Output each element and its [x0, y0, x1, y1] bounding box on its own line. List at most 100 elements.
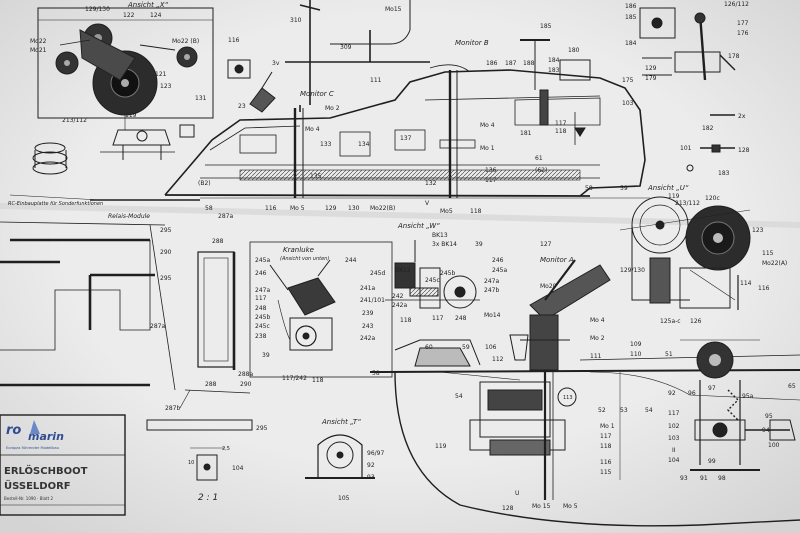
title-small: Bestell-Nr. 1090 · Blatt 2	[4, 496, 54, 501]
label-h-136: 136	[485, 167, 497, 174]
label-a-60: 60	[425, 344, 433, 351]
template-288	[146, 251, 253, 431]
label-h-184: 184	[548, 57, 560, 64]
label-s-97: 97	[708, 385, 716, 392]
label-w-242: 242	[392, 293, 404, 300]
label-h-116: 116	[265, 205, 277, 212]
label-d-25: 2,5	[222, 446, 230, 452]
label-t-309: 309	[340, 44, 352, 51]
label-k-246: 246	[255, 270, 267, 277]
label-t-105: 105	[338, 495, 350, 502]
label-h-186: 186	[486, 60, 498, 67]
ansicht-u-detail	[619, 196, 751, 310]
label-a-mo2: Mo 2	[590, 335, 605, 342]
label-k-247a: 247a	[255, 287, 270, 294]
label-s-100: 100	[768, 442, 780, 449]
label-a-117: 117	[600, 433, 612, 440]
label-h-117: 117	[485, 177, 497, 184]
label-r-182: 182	[702, 125, 714, 132]
title-line-1: ERLÖSCHBOOT	[4, 463, 88, 477]
label-d-104: 104	[232, 465, 244, 472]
label-w-245b: 245b	[440, 270, 455, 277]
ro-marin-logo: ro marin Europas führender Modellbau	[6, 420, 64, 450]
bracket-detail	[190, 447, 225, 481]
label-u-120c: 120c	[705, 195, 720, 202]
label-mo1: Mo 1	[480, 145, 495, 152]
label-l-290: 290	[160, 249, 172, 256]
label-mo4-a: Mo 4	[305, 126, 320, 133]
label-u-127: 127	[540, 241, 552, 248]
label-a-53: 53	[620, 407, 628, 414]
label-w-248: 248	[455, 315, 467, 322]
label-a-110: 110	[630, 351, 642, 358]
label-l-295a: 295	[160, 227, 172, 234]
label-h-b2: (B2)	[198, 180, 211, 187]
label-x-mo22b: Mo22 (B)	[172, 38, 199, 45]
label-s-65: 65	[788, 383, 796, 390]
label-a-52: 52	[598, 407, 606, 414]
label-x-129-130: 129/130	[85, 6, 110, 13]
label-mo4-b: Mo 4	[480, 122, 495, 129]
label-k-242a: 242a	[360, 335, 375, 342]
coil-sketch	[32, 142, 68, 175]
label-u-mo22a: Mo22(A)	[762, 260, 787, 267]
label-x-116: 116	[228, 37, 240, 44]
monitor-a-detail	[509, 259, 611, 371]
label-u-213-112: 213/112	[675, 200, 700, 207]
label-x-131: 131	[195, 95, 207, 102]
label-kranluke: Kranluke	[283, 246, 314, 254]
label-h-287a: 287a	[218, 213, 233, 220]
label-t-mo15: Mo15	[385, 6, 402, 13]
label-u-123: 123	[752, 227, 764, 234]
label-h-59: 59	[620, 185, 628, 192]
label-a-mo20: Mo20	[540, 283, 557, 290]
label-a-58: 58	[372, 370, 380, 377]
label-h-mo5a: Mo 5	[290, 205, 305, 212]
logo-tagline: Europas führender Modellbau	[6, 446, 59, 450]
label-h-180: 180	[568, 47, 580, 54]
label-mo2: Mo 2	[325, 105, 340, 112]
label-ansicht-x: Ansicht „X“	[127, 1, 168, 9]
label-h-134: 134	[358, 141, 370, 148]
label-w-39: 39	[475, 241, 483, 248]
kranluke-detail	[249, 241, 393, 378]
label-w-247b: 247b	[484, 287, 499, 294]
label-a-119: 119	[435, 443, 447, 450]
label-w-242a: 242a	[392, 302, 407, 309]
label-k-245c: 245c	[255, 323, 270, 330]
frame-templates-left	[0, 221, 176, 391]
label-r-186: 186	[625, 3, 637, 10]
label-s-103: 103	[668, 435, 680, 442]
label-s-96: 96	[688, 390, 696, 397]
label-h-mo5b: Mo5	[440, 208, 453, 215]
label-l-290b: 290	[240, 381, 252, 388]
label-h-117b: 117	[555, 120, 567, 127]
hull-profile	[9, 39, 650, 201]
label-t-92: 92	[367, 462, 375, 469]
label-h-58: 58	[585, 185, 593, 192]
label-k-244: 244	[345, 257, 357, 264]
label-r-2x: 2x	[738, 113, 746, 120]
label-u-116: 116	[758, 285, 770, 292]
label-kranluke-sub: (Ansicht von unten)	[280, 256, 329, 262]
label-a-116: 116	[600, 459, 612, 466]
label-k-117-242: 117/242	[282, 375, 307, 382]
label-k-239: 239	[362, 310, 374, 317]
label-k-245a: 245a	[255, 257, 270, 264]
label-x-123: 123	[160, 83, 172, 90]
label-h-58b: 58	[205, 205, 213, 212]
logo-marin: marin	[28, 430, 64, 443]
label-u-119: 119	[668, 193, 680, 200]
label-r-178: 178	[728, 53, 740, 60]
ansicht-x-detail	[37, 7, 214, 130]
label-w-3xbk14: 3x BK14	[432, 241, 457, 248]
label-x-213-112: 213/112	[62, 117, 87, 124]
label-l-295b: 295	[160, 275, 172, 282]
label-h-130: 130	[348, 205, 360, 212]
label-u-126: 126	[690, 318, 702, 325]
label-a-113: 113	[563, 395, 573, 401]
label-r-129: 129	[645, 65, 657, 72]
label-a-mo14: Mo14	[484, 312, 501, 319]
label-a-54: 54	[455, 393, 463, 400]
